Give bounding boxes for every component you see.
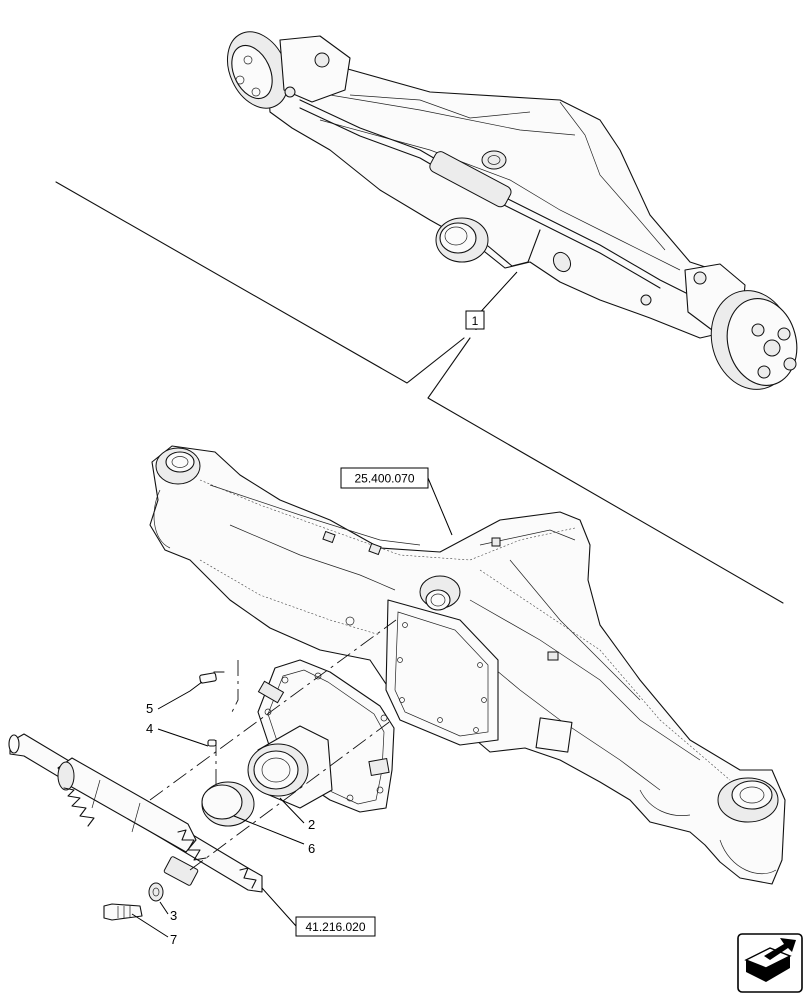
leader-lines [131, 477, 453, 938]
callout-3[interactable]: 3 [170, 908, 177, 923]
drive-shaft-illustration [8, 733, 263, 893]
callout-5[interactable]: 5 [146, 701, 153, 716]
callout-7[interactable]: 7 [170, 932, 177, 947]
bolt-5-illustration [199, 671, 225, 684]
callout-2[interactable]: 2 [308, 817, 315, 832]
callout-6[interactable]: 6 [308, 841, 315, 856]
callout-4[interactable]: 4 [146, 721, 153, 736]
bolt-7-illustration [103, 903, 143, 921]
support-bracket-illustration [247, 659, 395, 813]
callout-25-400-070[interactable]: 25.400.070 [340, 467, 429, 489]
callout-1-text: 1 [472, 314, 479, 328]
washer-3-illustration [148, 882, 164, 902]
pin-4-illustration [207, 739, 217, 747]
callout-41-216-020-text: 41.216.020 [305, 920, 365, 934]
callout-25-400-070-text: 25.400.070 [354, 472, 414, 486]
seal-ring-illustration [201, 781, 255, 827]
assembly-axis-lines [149, 619, 397, 871]
next-page-arrow-icon[interactable] [737, 933, 803, 993]
callout-1[interactable]: 1 [465, 310, 485, 330]
callout-41-216-020[interactable]: 41.216.020 [295, 916, 376, 937]
complete-axle-assembly-illustration [227, 31, 798, 390]
axle-housing-illustration [149, 445, 786, 885]
